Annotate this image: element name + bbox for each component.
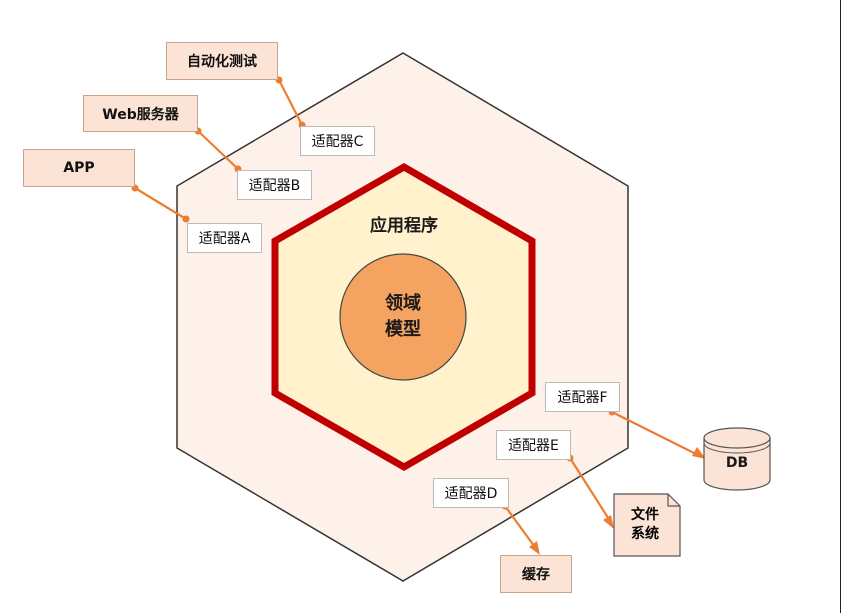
application-title: 应用程序 — [370, 216, 438, 236]
domain-model-line2: 模型 — [385, 319, 421, 340]
domain-model-line1: 领域 — [385, 293, 421, 314]
cache-label: 缓存 — [522, 567, 550, 583]
adapter-c: 适配器C — [300, 126, 375, 156]
connector-adapter-f-db — [611, 411, 701, 457]
file-system-document — [613, 493, 681, 557]
file-system-line2: 系统 — [631, 526, 659, 542]
adapter-a: 适配器A — [187, 223, 262, 253]
file-system-label: 文件 系统 — [614, 506, 676, 544]
domain-model-circle — [339, 253, 467, 381]
connector-autotest-adapter-c — [278, 79, 303, 126]
adapter-a-label: 适配器A — [198, 231, 251, 247]
auto-test-label: 自动化测试 — [187, 54, 257, 70]
connector-dot — [182, 215, 190, 223]
arrowhead — [529, 541, 540, 555]
page-edge-rule — [840, 0, 841, 613]
adapter-c-label: 适配器C — [311, 134, 364, 150]
domain-model-label: 领域 模型 — [363, 291, 443, 343]
connector-web-adapter-b — [197, 130, 239, 170]
db-cylinder — [703, 427, 771, 491]
document-fold — [667, 494, 680, 507]
arrowhead — [603, 515, 614, 529]
adapter-b-label: 适配器B — [248, 178, 301, 194]
cache-box: 缓存 — [500, 555, 572, 593]
connector-adapter-d-cache — [504, 505, 538, 551]
file-system-line1: 文件 — [631, 507, 659, 523]
web-server-box: Web服务器 — [83, 95, 198, 132]
adapter-f-label: 适配器F — [557, 390, 608, 406]
connector-adapter-e-filesystem — [569, 457, 613, 525]
db-label: DB — [725, 455, 749, 471]
adapter-d-label: 适配器D — [444, 486, 498, 502]
app-label: APP — [63, 160, 95, 176]
app-box: APP — [23, 149, 135, 187]
adapter-e: 适配器E — [496, 430, 571, 460]
adapter-d: 适配器D — [433, 478, 509, 508]
adapter-e-label: 适配器E — [508, 438, 559, 454]
adapter-b: 适配器B — [237, 170, 312, 200]
auto-test-box: 自动化测试 — [166, 42, 278, 80]
arrowhead — [692, 447, 706, 459]
web-server-label: Web服务器 — [102, 106, 179, 123]
connector-app-adapter-a — [134, 187, 187, 220]
adapter-f: 适配器F — [545, 382, 620, 412]
